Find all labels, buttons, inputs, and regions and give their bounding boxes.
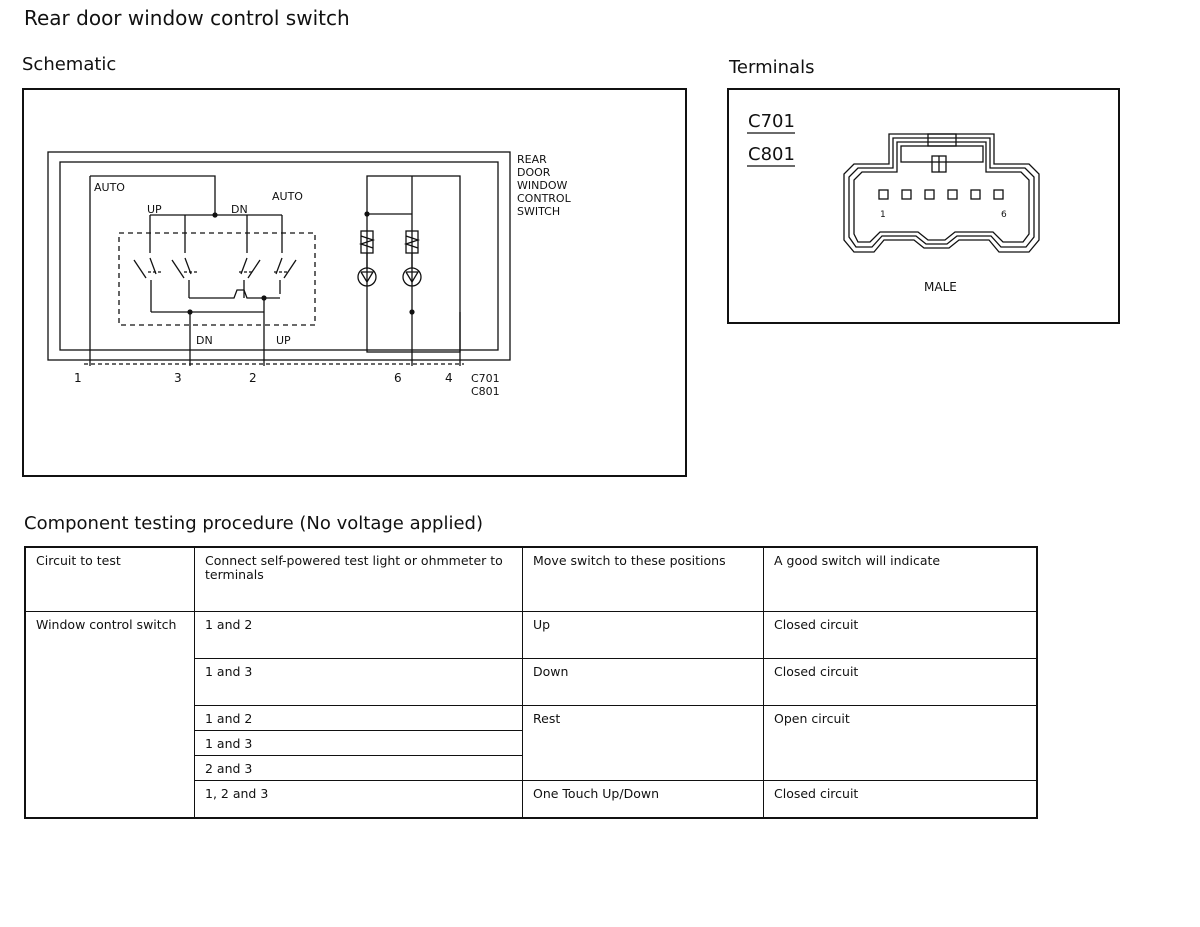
- wire-auto-loop: [90, 175, 216, 215]
- result-cell: Closed circuit: [763, 657, 1038, 706]
- position-cell: One Touch Up/Down: [522, 779, 764, 819]
- pin-3-label: 3: [174, 371, 182, 385]
- page-title: Rear door window control switch: [24, 6, 350, 30]
- connector-outline: [843, 133, 1040, 253]
- table-row: 1 and 2 Rest Open circuit: [25, 704, 1038, 781]
- terminals-title: Terminals: [729, 57, 815, 78]
- auto-label-right: AUTO: [272, 190, 303, 203]
- terminal-connector-c801: C801: [748, 144, 795, 165]
- switch-label-line-5: SWITCH: [517, 205, 560, 218]
- dn-label-bottom: DN: [196, 334, 213, 347]
- schematic-title: Schematic: [22, 54, 117, 75]
- header-terminals: Connect self-powered test light or ohmme…: [194, 546, 523, 612]
- circuit-cell: Window control switch: [24, 610, 195, 819]
- terminal-connector-c701: C701: [748, 111, 795, 132]
- terminals-cell: 1, 2 and 3: [194, 779, 523, 819]
- testing-title: Component testing procedure (No voltage …: [24, 513, 483, 534]
- testing-table: Circuit to test Connect self-powered tes…: [24, 546, 1038, 819]
- switch-label-line-4: CONTROL: [517, 192, 572, 205]
- switch-housing-inner: [59, 161, 499, 351]
- terminal-pin-6: 6: [1001, 210, 1007, 220]
- position-cell: Up: [522, 610, 764, 659]
- terminal-pin-1: 1: [880, 210, 886, 220]
- pin-2-label: 2: [249, 371, 257, 385]
- terminal-gender-label: MALE: [924, 280, 957, 294]
- result-cell: Open circuit: [763, 704, 1038, 781]
- dn-label-top: DN: [231, 203, 248, 216]
- connector-face-diagram: C701 C801 1 6 MALE: [747, 111, 1040, 294]
- terminals-cell: 1 and 2: [194, 704, 523, 731]
- up-label-bottom: UP: [276, 334, 291, 347]
- header-position: Move switch to these positions: [522, 546, 764, 612]
- table-header-row: Circuit to test Connect self-powered tes…: [24, 546, 1038, 612]
- result-cell: Closed circuit: [763, 610, 1038, 659]
- switch-label-line-2: DOOR: [517, 166, 551, 179]
- switch-module-dashed: [118, 232, 316, 326]
- table-row: 1 and 3 Down Closed circuit: [25, 657, 1038, 706]
- result-cell: Closed circuit: [763, 779, 1038, 819]
- connector-c701-label: C701: [471, 372, 500, 385]
- terminals-cell: 1 and 3: [194, 657, 523, 706]
- terminals-cell: 2 and 3: [194, 754, 523, 781]
- connector-c801-label: C801: [471, 385, 500, 398]
- up-label-top: UP: [147, 203, 162, 216]
- switch-label-line-1: REAR: [517, 153, 547, 166]
- pin-1-label: 1: [74, 371, 82, 385]
- header-result: A good switch will indicate: [763, 546, 1038, 612]
- pin-4-label: 4: [445, 371, 453, 385]
- position-cell: Rest: [522, 704, 764, 781]
- pin-6-label: 6: [394, 371, 402, 385]
- terminals-cell: 1 and 3: [194, 729, 523, 756]
- header-circuit: Circuit to test: [24, 546, 195, 612]
- switch-contacts: [133, 257, 297, 312]
- switch-label-line-3: WINDOW: [517, 179, 567, 192]
- terminals-cell: 1 and 2: [194, 610, 523, 659]
- position-cell: Down: [522, 657, 764, 706]
- auto-label-left: AUTO: [94, 181, 125, 194]
- schematic-diagram: AUTO AUTO UP DN DN UP REAR DOOR WINDOW C…: [47, 151, 572, 398]
- switch-housing-outer: [47, 151, 511, 361]
- terminals-panel: C701 C801 1 6 MALE: [727, 88, 1120, 324]
- table-row: 1, 2 and 3 One Touch Up/Down Closed circ…: [25, 779, 1038, 819]
- table-row: Window control switch 1 and 2 Up Closed …: [24, 610, 1038, 819]
- lamp-circuit-frame: [366, 175, 461, 353]
- schematic-panel: AUTO AUTO UP DN DN UP REAR DOOR WINDOW C…: [22, 88, 687, 477]
